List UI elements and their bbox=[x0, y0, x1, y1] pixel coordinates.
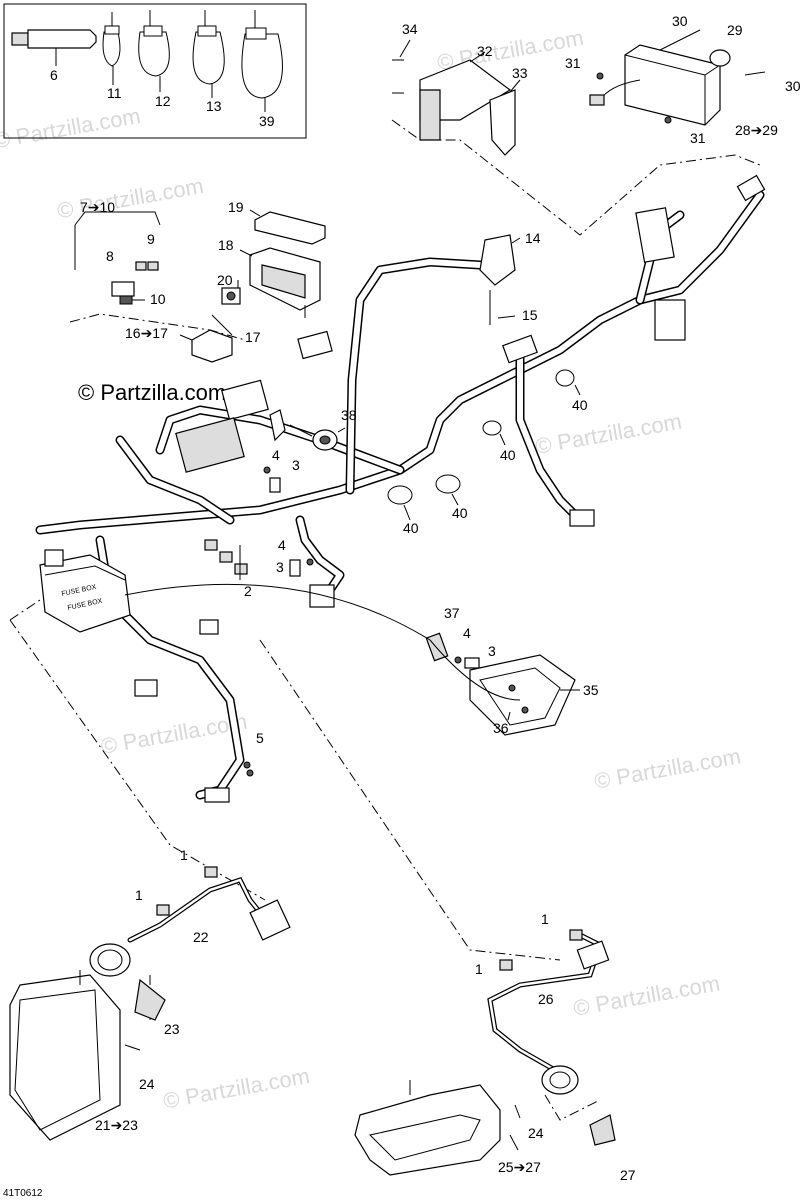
callout-4-b: 4 bbox=[278, 537, 286, 553]
callout-7-10: 7➔10 bbox=[80, 199, 115, 215]
callout-32: 32 bbox=[477, 43, 493, 59]
callout-37: 37 bbox=[444, 605, 460, 621]
ecm-group bbox=[479, 234, 521, 325]
callout-5: 5 bbox=[256, 730, 264, 746]
callout-16-17: 16➔17 bbox=[125, 325, 168, 341]
callout-40-c: 40 bbox=[452, 505, 468, 521]
watermark: © Partzilla.com bbox=[0, 103, 142, 153]
watermark: © Partzilla.com bbox=[99, 709, 249, 759]
callout-35: 35 bbox=[583, 682, 599, 698]
callout-1-d: 1 bbox=[475, 961, 483, 977]
callout-13: 13 bbox=[206, 98, 222, 114]
callout-9: 9 bbox=[147, 231, 155, 247]
watermark: © Partzilla.com bbox=[533, 409, 683, 459]
callout-40-d: 40 bbox=[403, 520, 419, 536]
callout-29: 29 bbox=[727, 22, 743, 38]
callout-14: 14 bbox=[525, 230, 541, 246]
callout-30-top: 30 bbox=[672, 13, 688, 29]
watermark: © Partzilla.com bbox=[571, 971, 721, 1021]
callout-31-bottom: 31 bbox=[690, 130, 706, 146]
callout-30-right: 30 bbox=[785, 78, 801, 94]
callout-11: 11 bbox=[107, 85, 122, 101]
harness-connectors bbox=[134, 174, 766, 803]
callout-3-b: 3 bbox=[276, 559, 284, 575]
callout-1-b: 1 bbox=[135, 887, 143, 903]
clips-2 bbox=[204, 539, 248, 580]
right-headlight bbox=[354, 929, 616, 1176]
callout-18: 18 bbox=[218, 237, 234, 253]
callout-27: 27 bbox=[620, 1167, 636, 1183]
ground-5 bbox=[243, 761, 254, 777]
callout-25-27: 25➔27 bbox=[498, 1159, 541, 1175]
callout-10: 10 bbox=[150, 291, 166, 307]
callout-33: 33 bbox=[512, 65, 528, 81]
switch-group bbox=[179, 280, 241, 363]
taillight-group bbox=[589, 29, 766, 126]
relay-group bbox=[69, 211, 246, 341]
callout-36: 36 bbox=[493, 720, 509, 736]
regulator-group bbox=[391, 39, 761, 236]
ground-wire bbox=[124, 583, 521, 701]
left-headlight bbox=[9, 866, 291, 1141]
callout-1-c: 1 bbox=[541, 911, 549, 927]
callout-17: 17 bbox=[245, 329, 261, 345]
main-harness bbox=[35, 190, 765, 800]
callout-40-a: 40 bbox=[572, 397, 588, 413]
callout-23: 23 bbox=[164, 1021, 180, 1037]
sensor-38 bbox=[263, 409, 346, 493]
clamps-40 bbox=[387, 369, 581, 521]
watermark: © Partzilla.com bbox=[592, 743, 742, 793]
callout-24-b: 24 bbox=[528, 1125, 544, 1141]
callout-38: 38 bbox=[341, 407, 357, 423]
watermark: © Partzilla.com bbox=[161, 1063, 311, 1113]
callout-26: 26 bbox=[538, 991, 554, 1007]
callout-4-a: 4 bbox=[272, 447, 280, 463]
callout-34: 34 bbox=[402, 21, 418, 37]
callout-6: 6 bbox=[50, 67, 58, 83]
callout-19: 19 bbox=[228, 199, 244, 215]
copyright-label: © Partzilla.com bbox=[78, 380, 226, 405]
fuse-box: FUSE BOX FUSE BOX bbox=[39, 549, 131, 633]
callout-4-c: 4 bbox=[463, 625, 471, 641]
bracket-small bbox=[289, 558, 314, 577]
callout-12: 12 bbox=[155, 93, 171, 109]
display-group bbox=[239, 209, 326, 318]
callout-1-a: 1 bbox=[180, 847, 188, 863]
watermark: © Partzilla.com bbox=[55, 173, 205, 223]
callout-21-23: 21➔23 bbox=[95, 1117, 138, 1133]
drawing-code: 41T0612 bbox=[3, 1188, 43, 1199]
callout-2: 2 bbox=[244, 583, 252, 599]
callout-40-b: 40 bbox=[500, 447, 516, 463]
tie-kit-box bbox=[3, 3, 307, 139]
callout-22: 22 bbox=[193, 929, 209, 945]
callout-28-29: 28➔29 bbox=[735, 122, 778, 138]
callout-24-a: 24 bbox=[139, 1076, 155, 1092]
callout-39: 39 bbox=[259, 113, 275, 129]
callout-15: 15 bbox=[522, 307, 538, 323]
callout-8: 8 bbox=[106, 248, 114, 264]
callout-3-c: 3 bbox=[488, 643, 496, 659]
callout-31-top: 31 bbox=[565, 55, 581, 71]
callout-20: 20 bbox=[217, 272, 233, 288]
callout-3-a: 3 bbox=[292, 457, 300, 473]
